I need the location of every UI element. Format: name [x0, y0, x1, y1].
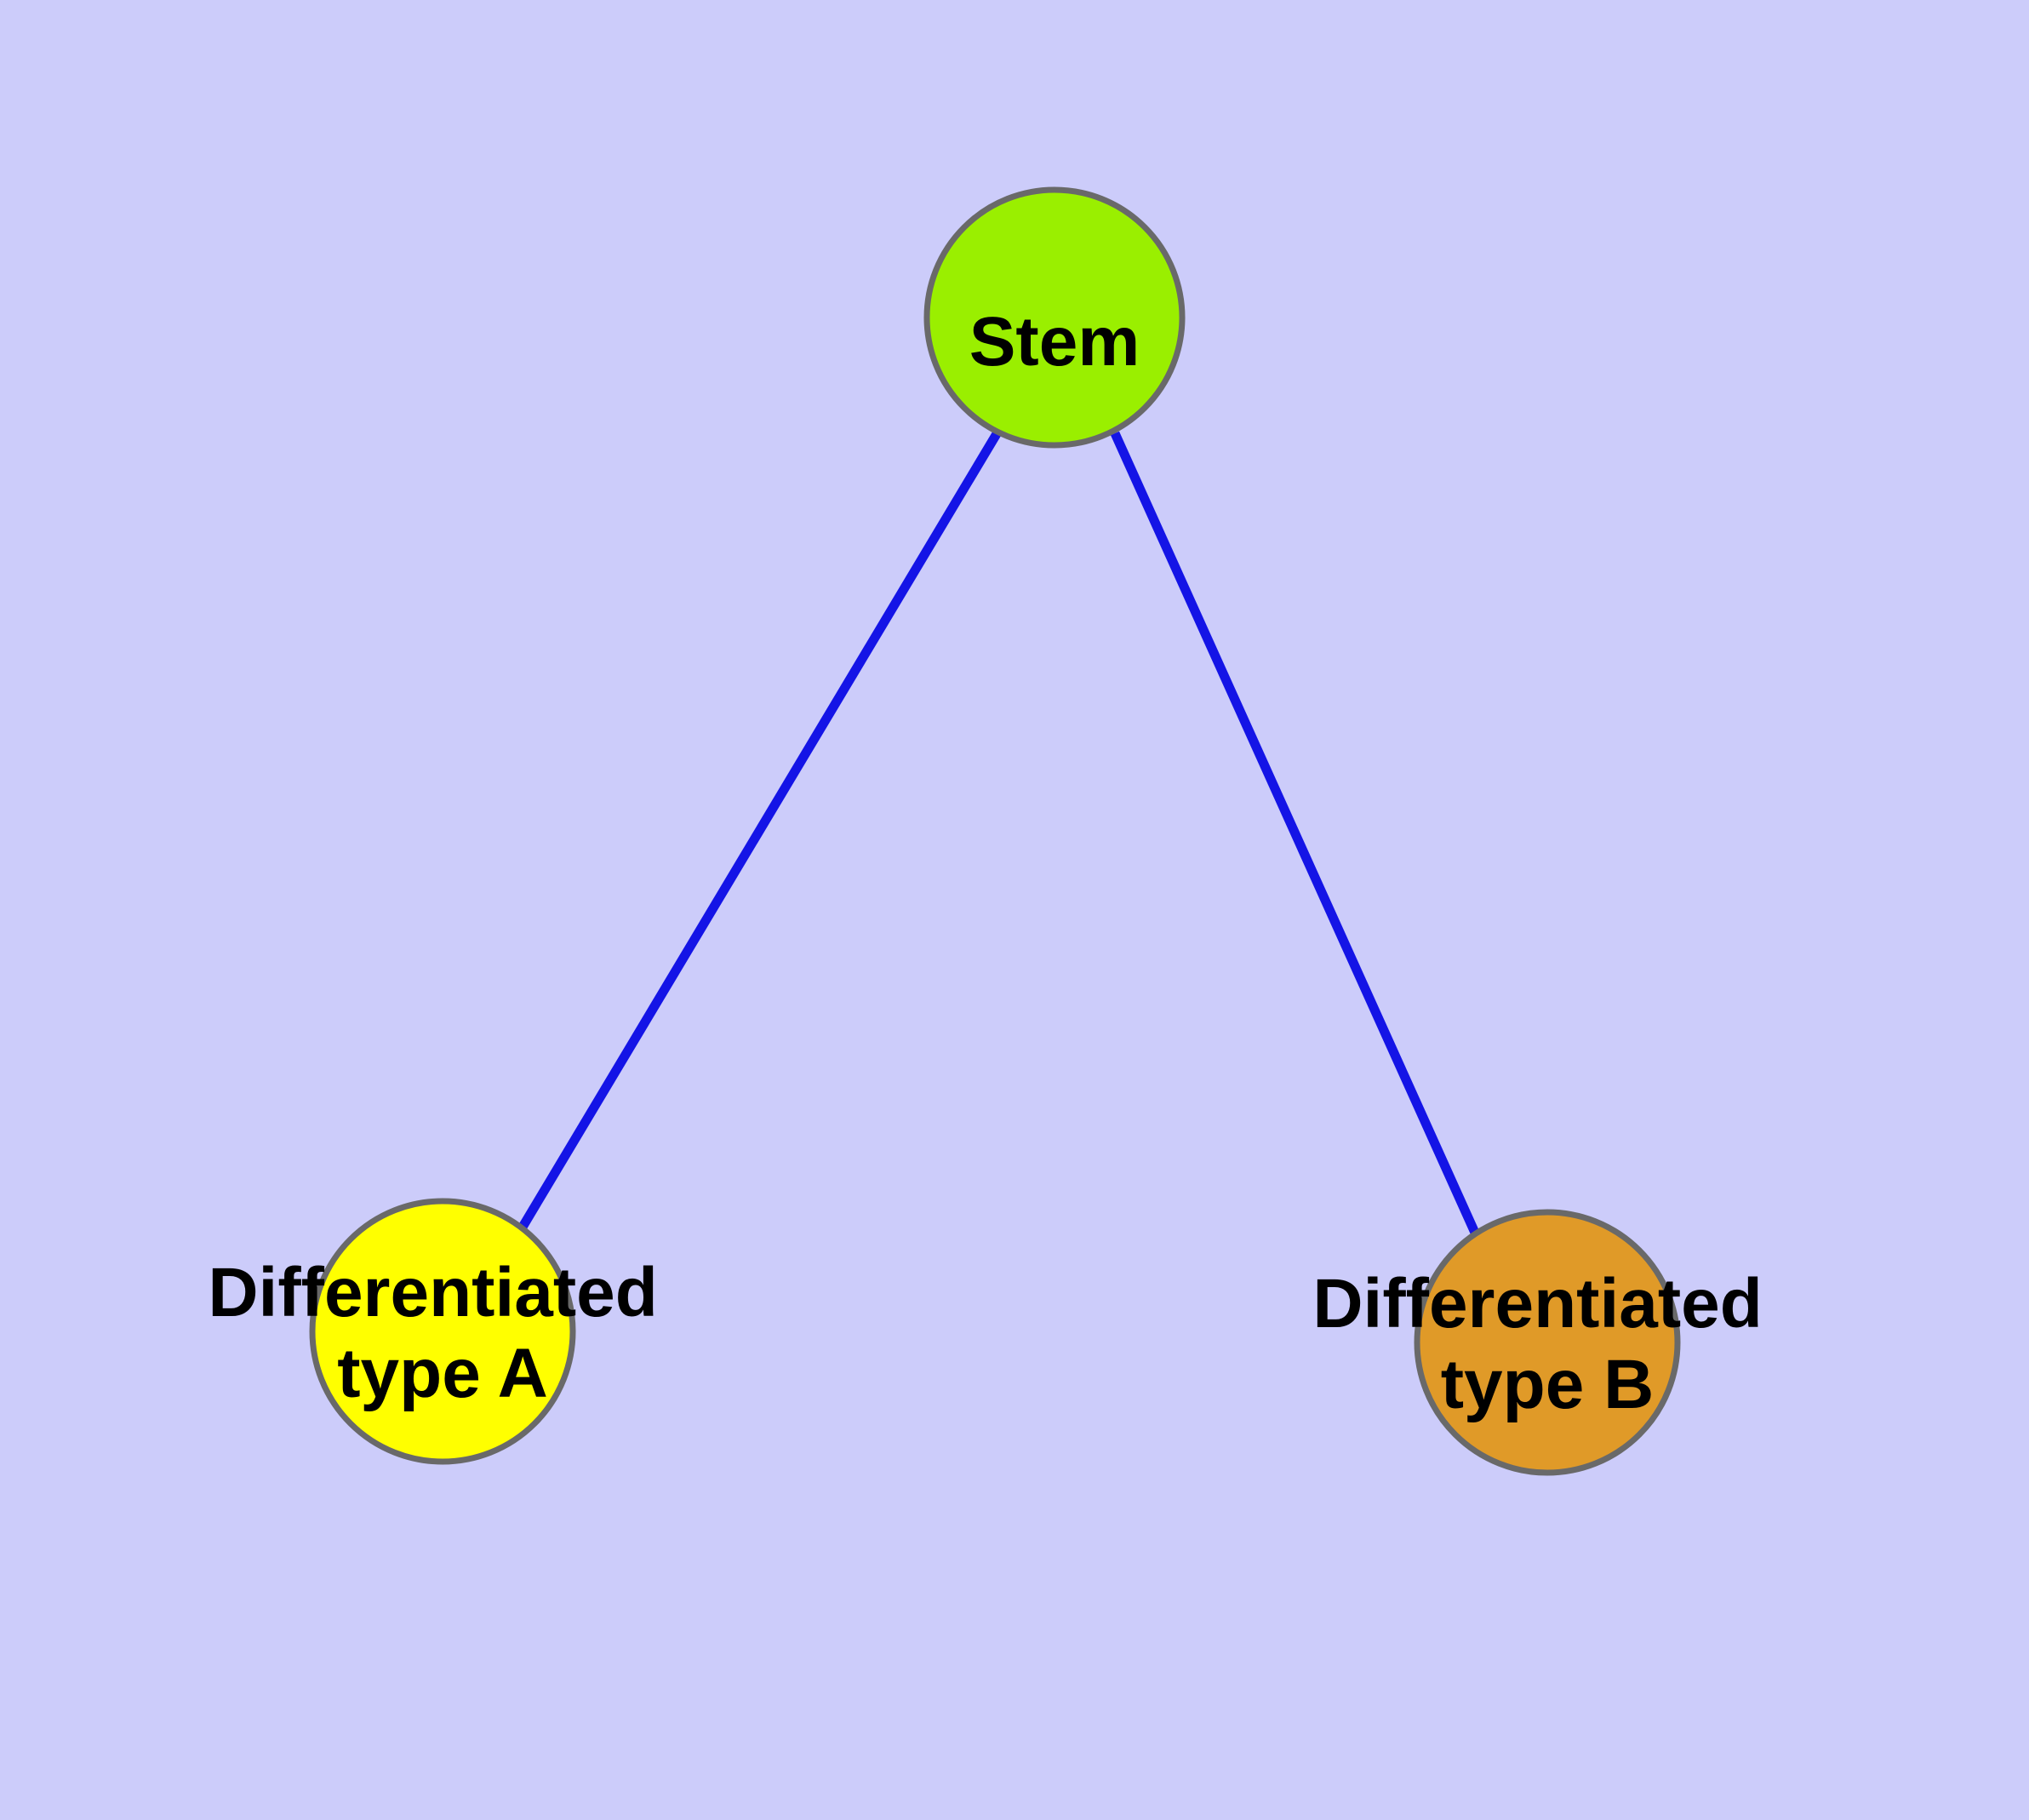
node-differentiated-type-a-label-line-1: Differentiated — [208, 1254, 658, 1331]
node-layer — [309, 186, 1681, 1476]
node-stem-label-line-1: Stem — [969, 302, 1140, 380]
edge-stem-to-differentiated-type-a[interactable] — [517, 430, 1002, 1231]
node-stem-circle[interactable] — [923, 186, 1186, 449]
node-differentiated-type-b-label-line-1: Differentiated — [1312, 1265, 1763, 1342]
node-differentiated-type-a-label: Differentiated type A — [208, 1254, 677, 1412]
node-differentiated-type-a-label-line-2: type A — [337, 1335, 548, 1412]
node-differentiated-type-b-label-line-2: type B — [1441, 1346, 1655, 1423]
node-differentiated-type-b-circle[interactable] — [1414, 1209, 1681, 1476]
node-differentiated-type-a-circle[interactable] — [309, 1198, 576, 1465]
node-differentiated-type-b-label: Differentiated type B — [1312, 1265, 1781, 1423]
edge-layer — [517, 430, 1480, 1235]
edge-stem-to-differentiated-type-b[interactable] — [1110, 431, 1480, 1235]
label-layer: Stem Differentiated type A Differentiate… — [208, 302, 1781, 1423]
node-stem-label: Stem — [969, 302, 1140, 380]
